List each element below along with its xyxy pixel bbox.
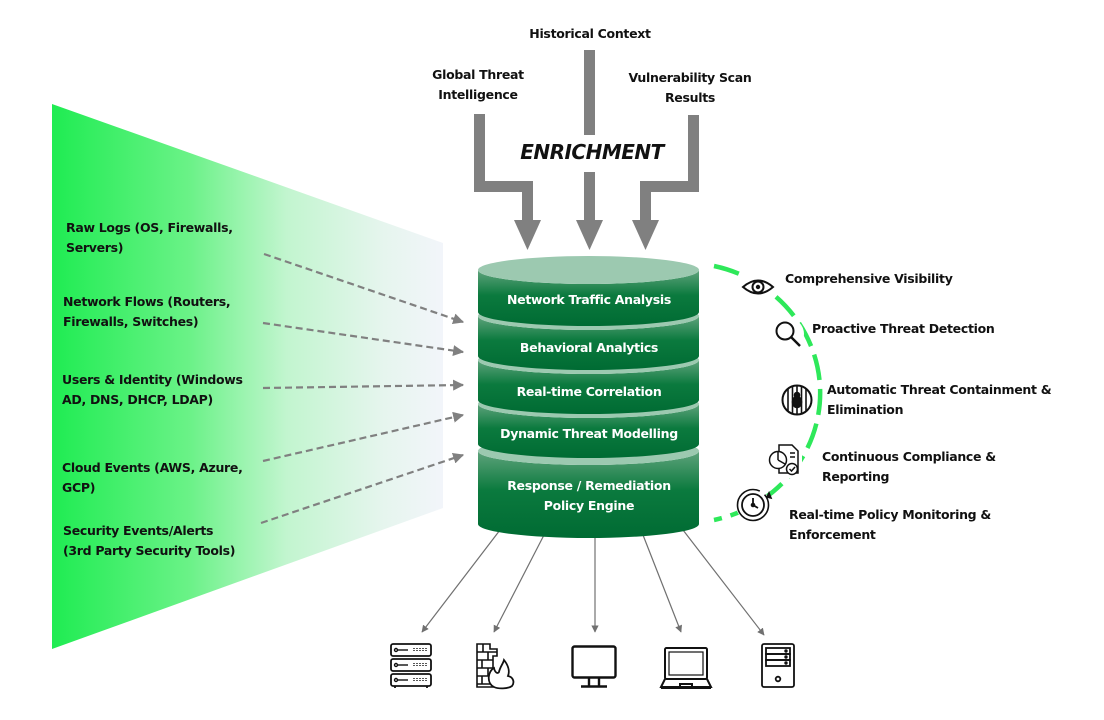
enrichment-source-historical-context: Historical Context [529, 26, 651, 41]
input-source-users-identity: Users & Identity (Windows AD, DNS, DHCP,… [62, 372, 243, 407]
benefit-proactive-threat-detection: Proactive Threat Detection [812, 321, 995, 336]
clock-refresh-icon [736, 488, 773, 522]
magnifier-icon [772, 318, 804, 350]
cylinder-layer-dynamic-threat-modelling [478, 404, 699, 458]
tower-pc-icon [761, 643, 795, 688]
input-source-raw-logs: Raw Logs (OS, Firewalls, Servers) [66, 220, 233, 255]
engine-layer-behavioral-analytics: Behavioral Analytics [519, 340, 659, 355]
input-arrows [260, 252, 465, 525]
engine-layer-response-remediation: Response / Remediation Policy Engine [507, 478, 671, 513]
cylinder-layer-top-network-traffic-analysis [478, 256, 699, 284]
correlation-engine-cylinder [478, 256, 699, 538]
input-source-network-flows: Network Flows (Routers, Firewalls, Switc… [63, 294, 231, 329]
output-arrows [421, 529, 765, 636]
caged-bug-icon [780, 383, 814, 417]
cylinder-layer-response-remediation [478, 451, 699, 538]
compliance-report-icon [768, 442, 802, 478]
enrichment-title: ENRICHMENT [520, 140, 664, 164]
eye-icon [741, 271, 775, 303]
cylinder-layer-behavioral-analytics [478, 316, 699, 370]
cylinder-layer-network-traffic-analysis [478, 270, 699, 326]
enrichment-arrow-historical [584, 50, 595, 135]
laptop-icon [659, 647, 713, 689]
data-source-funnel [52, 104, 443, 649]
cylinder-layer-real-time-correlation [478, 360, 699, 415]
desktop-monitor-icon [571, 645, 617, 688]
benefit-automatic-threat-containment: Automatic Threat Containment & Eliminati… [827, 382, 1052, 417]
benefit-comprehensive-visibility: Comprehensive Visibility [785, 271, 953, 286]
engine-layer-dynamic-threat-modelling: Dynamic Threat Modelling [500, 426, 678, 441]
input-source-cloud-events: Cloud Events (AWS, Azure, GCP) [62, 460, 243, 495]
engine-layer-real-time-correlation: Real-time Correlation [516, 384, 662, 399]
enrichment-arrow-global-threat [474, 114, 533, 220]
benefit-real-time-policy-monitoring: Real-time Policy Monitoring & Enforcemen… [789, 507, 991, 542]
enrichment-source-vulnerability-scan-results: Vulnerability Scan Results [628, 70, 752, 105]
benefit-continuous-compliance: Continuous Compliance & Reporting [822, 449, 996, 484]
enrichment-arrows [474, 50, 699, 250]
engine-layer-network-traffic-analysis: Network Traffic Analysis [507, 292, 671, 307]
enrichment-arrow-vulnerability [640, 115, 699, 220]
server-rack-icon [390, 643, 432, 688]
enrichment-source-global-threat-intelligence: Global Threat Intelligence [432, 67, 524, 102]
input-source-security-events: Security Events/Alerts (3rd Party Securi… [63, 523, 236, 558]
firewall-icon [476, 643, 515, 690]
